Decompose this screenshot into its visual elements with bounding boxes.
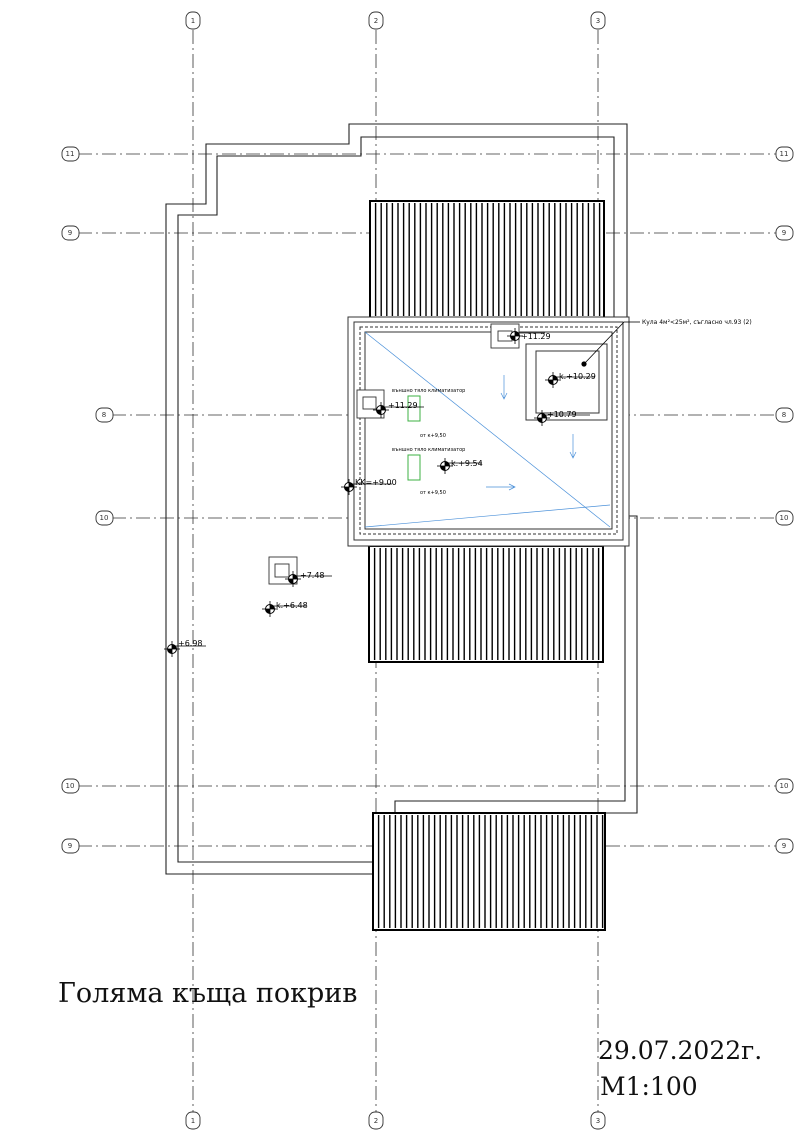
axis-label-9a-left: 9 xyxy=(68,229,72,237)
roof-outline-inner xyxy=(177,136,626,863)
slope-arrow-1 xyxy=(500,375,508,400)
axis-bubble-1-bottom xyxy=(185,1111,201,1130)
axis-label-8-left: 8 xyxy=(102,411,106,419)
axis-bubble-9b-left xyxy=(61,838,80,854)
axis-bubble-1-top xyxy=(185,11,201,30)
level-marker-icon xyxy=(507,328,545,344)
axis-bubble-8-left xyxy=(95,407,114,423)
axis-label-10b-right: 10 xyxy=(780,782,789,790)
kula-note: Кула 4м²<25м², съгласно чл.93 (2) xyxy=(642,319,752,326)
roof-hatch-bottom xyxy=(372,812,606,931)
roof-hatch-top xyxy=(369,200,605,319)
ac-unit-1 xyxy=(407,395,421,422)
axis-label-10a-left: 10 xyxy=(100,514,109,522)
axis-label-11-right: 11 xyxy=(780,150,789,158)
axis-bubble-2-bottom xyxy=(368,1111,384,1130)
axis-bubble-8-right xyxy=(775,407,794,423)
axis-label-10b-left: 10 xyxy=(66,782,75,790)
axis-bubble-3-top xyxy=(590,11,606,30)
axis-bubble-11-right xyxy=(775,146,794,162)
level-11-29-left: +11.29 xyxy=(388,401,418,410)
ac-unit-1-level: от к+9,50 xyxy=(420,433,446,439)
axis-label-3-top: 3 xyxy=(596,17,600,25)
level-marker-icon xyxy=(285,571,332,587)
level-marker-icon xyxy=(341,479,392,495)
drawing-title: Голяма къща покрив xyxy=(58,978,358,1009)
slope-lines xyxy=(364,331,611,528)
level-marker-icon xyxy=(545,372,595,388)
drawing-scale: M1:100 xyxy=(600,1072,698,1101)
ac-units xyxy=(407,395,421,481)
level-6-98: +6.98 xyxy=(178,639,203,648)
axis-label-3-bottom: 3 xyxy=(596,1117,600,1125)
axis-bubbles xyxy=(61,11,794,1130)
axis-bubble-2-top xyxy=(368,11,384,30)
axis-label-11-left: 11 xyxy=(66,150,75,158)
axis-bubble-9a-right xyxy=(775,225,794,241)
axis-bubble-10b-left xyxy=(61,778,80,794)
axis-label-9a-right: 9 xyxy=(782,229,786,237)
annotations: Кула 4м²<25м², съгласно чл.93 (2) външно… xyxy=(392,319,752,496)
level-10-29: k.+10.29 xyxy=(559,372,596,381)
drawing-date: 29.07.2022г. xyxy=(598,1036,763,1065)
axis-label-10a-right: 10 xyxy=(780,514,789,522)
axis-label-2-bottom: 2 xyxy=(374,1117,378,1125)
axis-bubble-11-left xyxy=(61,146,80,162)
level-marker-icon xyxy=(534,410,590,426)
axis-bubble-10a-right xyxy=(775,510,794,526)
axis-label-2-top: 2 xyxy=(374,17,378,25)
kula-leader xyxy=(583,321,640,365)
level-7-48: +7.48 xyxy=(300,571,325,580)
level-marker-icon xyxy=(262,601,306,617)
slope-arrow-3 xyxy=(486,483,516,491)
axis-bubble-3-bottom xyxy=(590,1111,606,1130)
level-10-79: +10.79 xyxy=(547,410,577,419)
axis-bubble-10b-right xyxy=(775,778,794,794)
axis-bubble-9b-right xyxy=(775,838,794,854)
axis-label-1-bottom: 1 xyxy=(191,1117,195,1125)
level-9-54: k.+9.54 xyxy=(451,459,483,468)
axis-label-1-top: 1 xyxy=(191,17,195,25)
axis-label-8-right: 8 xyxy=(782,411,786,419)
ac-unit-2-label: външно тяло климатизатор xyxy=(392,447,465,453)
level-marker-icon xyxy=(373,402,424,418)
level-6-48: k.+6.48 xyxy=(276,601,308,610)
level-marker-icon xyxy=(164,641,206,657)
kula-leader-dot xyxy=(581,361,587,367)
axis-label-9b-left: 9 xyxy=(68,842,72,850)
level-marker-icon xyxy=(437,458,482,474)
tower-box xyxy=(525,343,608,421)
axis-bubble-10a-left xyxy=(95,510,114,526)
level-labels: +11.29 k.+10.29 +10.79 +11.29 k.+9.54 KK… xyxy=(178,332,596,648)
ac-unit-2-level: от к+9,50 xyxy=(420,490,446,496)
level-11-29-top: +11.29 xyxy=(521,332,551,341)
roof-hatch-middle xyxy=(368,545,604,663)
level-markers xyxy=(164,328,595,657)
axis-bubble-labels: 1 2 3 1 2 3 11 11 9 9 8 8 10 10 10 10 9 … xyxy=(66,17,789,1125)
slope-arrow-2 xyxy=(569,434,577,459)
axis-label-9b-right: 9 xyxy=(782,842,786,850)
ac-unit-1-label: външно тяло климатизатор xyxy=(392,388,465,394)
ac-unit-2 xyxy=(407,454,421,481)
axis-bubble-9a-left xyxy=(61,225,80,241)
level-kk-9-00: KK=+9.00 xyxy=(355,478,397,487)
